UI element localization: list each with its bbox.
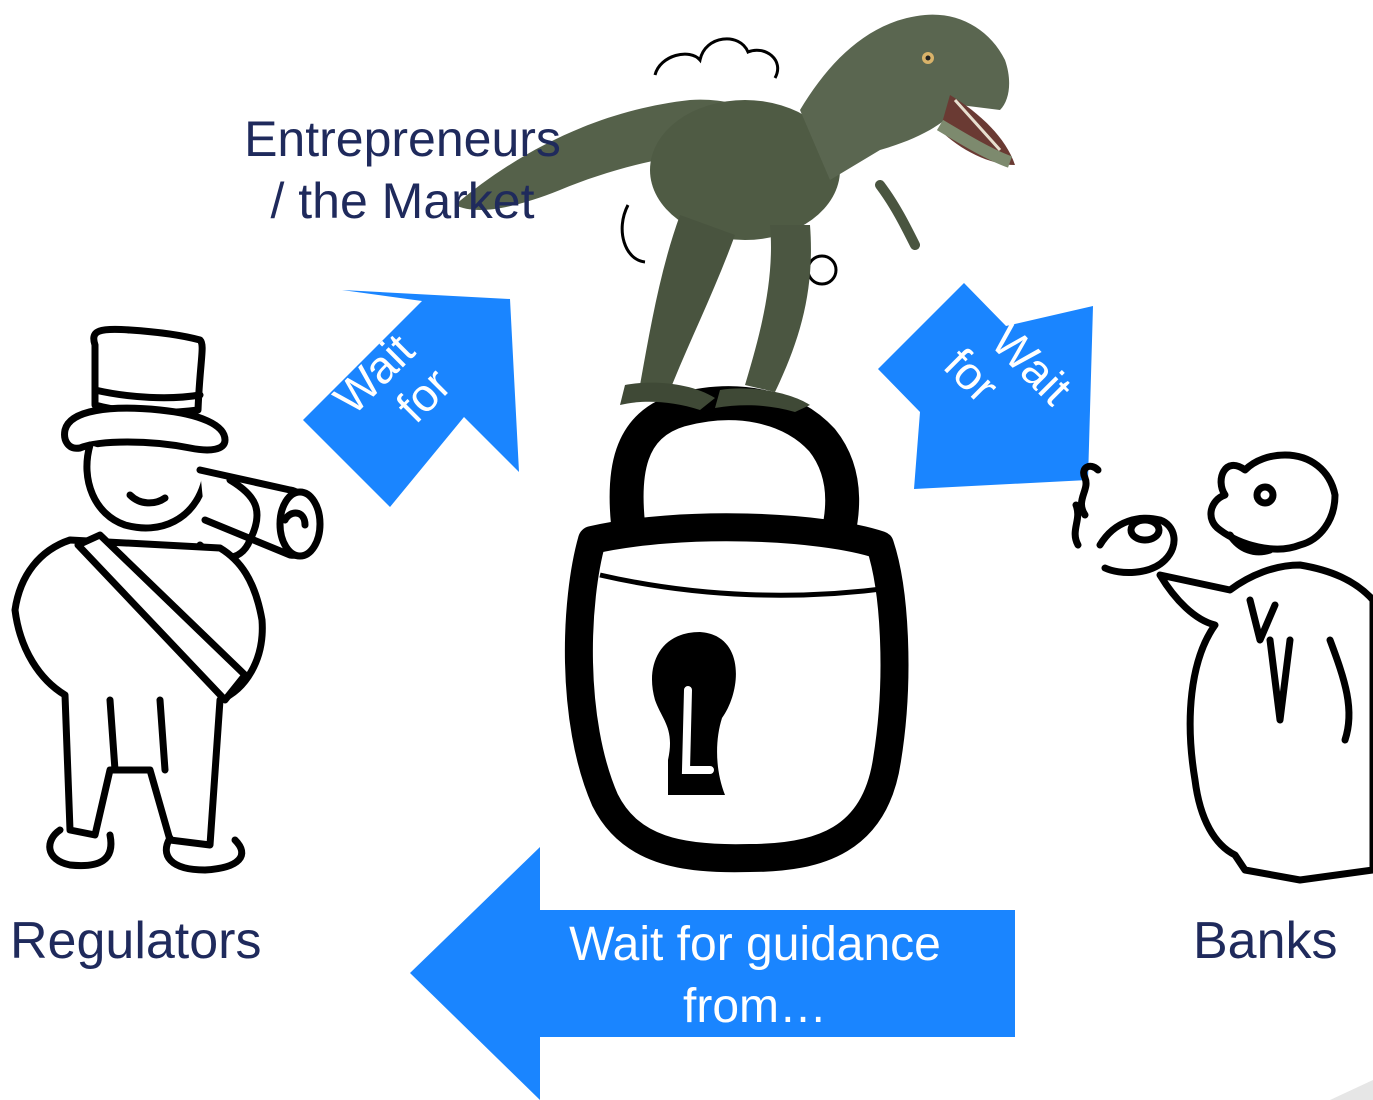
arrow-banks-to-regulators-text: Wait for guidance from… — [520, 914, 990, 1038]
t-rex-icon — [455, 14, 1015, 412]
regulators-label: Regulators — [10, 912, 262, 970]
man-with-monocle-icon — [1071, 451, 1373, 884]
corner-decoration — [1330, 1080, 1373, 1100]
banks-label: Banks — [1193, 912, 1338, 970]
market-label-line1: Entrepreneurs — [244, 111, 561, 167]
arrow-banks-to-regulators-line2: from… — [683, 980, 827, 1033]
man-with-telescope-icon — [11, 325, 324, 874]
arrow-regulators-to-market — [303, 290, 519, 507]
arrow-banks-to-regulators — [410, 847, 1015, 1100]
padlock-icon — [564, 386, 909, 873]
market-label: Entrepreneurs / the Market — [205, 108, 600, 232]
arrow-market-to-banks — [878, 283, 1093, 489]
arrow-banks-to-regulators-line1: Wait for guidance — [569, 918, 941, 971]
market-label-line2: / the Market — [270, 173, 535, 229]
